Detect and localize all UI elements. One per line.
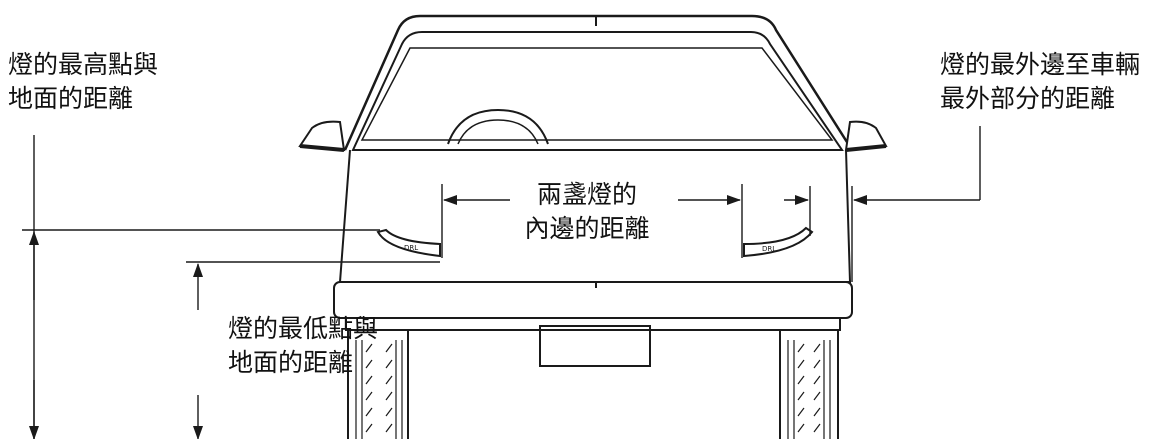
label-outer-edge-line1: 燈的最外邊至車輛 — [940, 50, 1141, 79]
label-highest-point-line1: 燈的最高點與 — [8, 50, 159, 79]
label-lowest-point: 燈的最低點與 地面的距離 — [228, 312, 378, 380]
car-body — [298, 14, 888, 439]
label-inner-edges-line2: 內邊的距離 — [524, 214, 650, 243]
label-outer-edge: 燈的最外邊至車輛 最外部分的距離 — [940, 48, 1140, 116]
dimension-lines — [22, 126, 981, 440]
tire-treads — [355, 340, 831, 439]
label-lowest-point-line1: 燈的最低點與 — [228, 314, 379, 343]
label-outer-edge-line2: 最外部分的距離 — [940, 84, 1116, 113]
label-lowest-point-line2: 地面的距離 — [228, 348, 354, 377]
label-highest-point: 燈的最高點與 地面的距離 — [8, 48, 158, 116]
right-lamp-tag: DRL — [762, 245, 776, 253]
label-inner-edges-line1: 兩盞燈的 — [536, 180, 637, 209]
right-lamp — [743, 226, 814, 258]
left-lamp — [376, 228, 441, 258]
left-lamp-tag: DRL — [404, 244, 418, 252]
label-inner-edges: 兩盞燈的 內邊的距離 — [502, 178, 672, 246]
label-highest-point-line2: 地面的距離 — [8, 84, 134, 113]
